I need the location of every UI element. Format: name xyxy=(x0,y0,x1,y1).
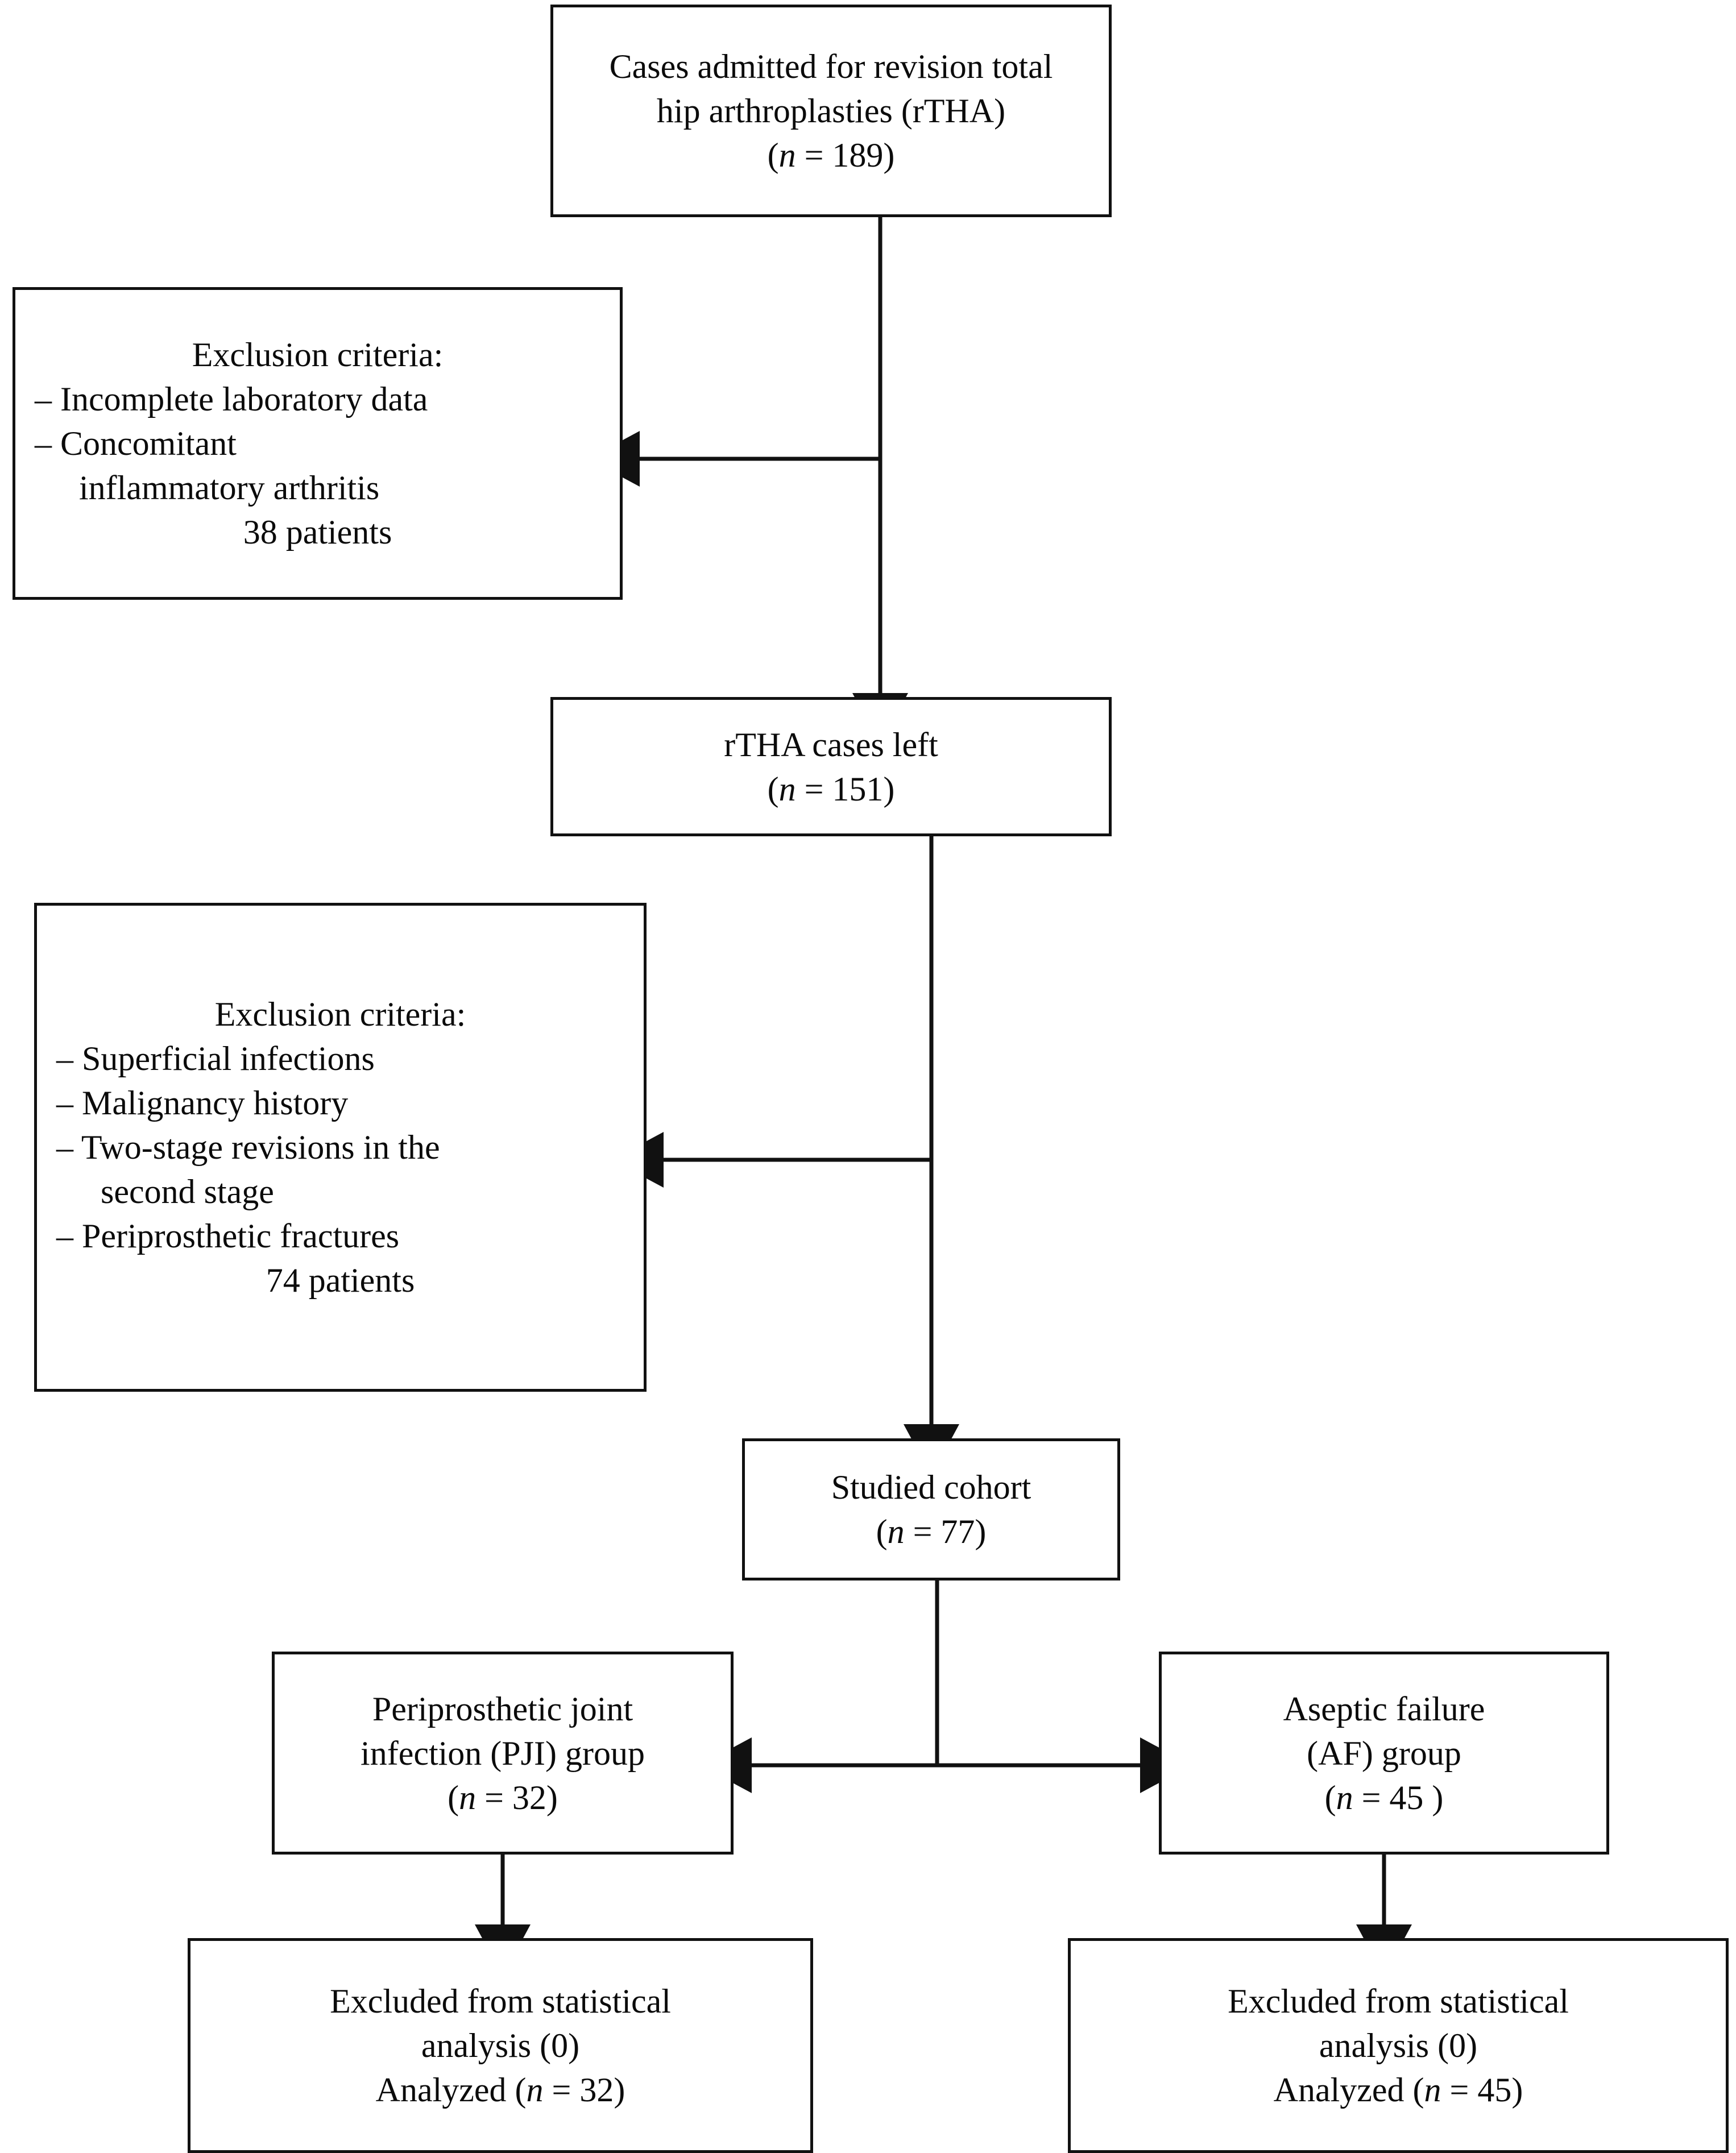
criteria-list: Exclusion criteria: – Incomplete laborat… xyxy=(35,333,600,554)
node-analyzed-pji: Excluded from statistical analysis (0) A… xyxy=(188,1938,813,2153)
node-line: Studied cohort xyxy=(831,1468,1031,1506)
node-exclusion-criteria-1: Exclusion criteria: – Incomplete laborat… xyxy=(13,287,623,600)
node-line: analysis (0) xyxy=(421,2027,580,2064)
node-cases-admitted: Cases admitted for revision total hip ar… xyxy=(550,5,1112,217)
node-line: infection (PJI) group xyxy=(361,1734,645,1772)
criteria-item: – Incomplete laboratory data xyxy=(35,380,428,418)
node-line: Periprosthetic joint xyxy=(372,1690,633,1728)
node-count: (n = 189) xyxy=(767,136,895,174)
criteria-item-cont: second stage xyxy=(101,1173,274,1210)
node-analyzed: Analyzed (n = 32) xyxy=(375,2071,625,2109)
node-count: (n = 45 ) xyxy=(1324,1778,1444,1816)
node-rtha-cases-left: rTHA cases left (n = 151) xyxy=(550,697,1112,836)
criteria-item: – Two-stage revisions in the xyxy=(56,1129,440,1166)
criteria-count: 74 patients xyxy=(266,1262,415,1299)
node-line: Aseptic failure xyxy=(1283,1690,1485,1728)
criteria-count: 38 patients xyxy=(243,513,392,551)
node-line: Excluded from statistical xyxy=(330,1982,671,2020)
node-analyzed-af: Excluded from statistical analysis (0) A… xyxy=(1068,1938,1729,2153)
node-count: (n = 32) xyxy=(448,1778,558,1816)
node-line: Cases admitted for revision total xyxy=(609,48,1053,85)
criteria-title: Exclusion criteria: xyxy=(214,995,466,1033)
criteria-item: – Periprosthetic fractures xyxy=(56,1217,400,1255)
criteria-item: – Malignancy history xyxy=(56,1084,349,1122)
node-count: (n = 77) xyxy=(876,1513,987,1550)
node-line: (AF) group xyxy=(1307,1734,1461,1772)
node-studied-cohort: Studied cohort (n = 77) xyxy=(742,1438,1120,1580)
criteria-item: – Concomitant xyxy=(35,425,237,462)
node-line: analysis (0) xyxy=(1319,2027,1478,2064)
criteria-item: – Superficial infections xyxy=(56,1040,375,1077)
node-line: Excluded from statistical xyxy=(1228,1982,1569,2020)
edge-cohort-split xyxy=(700,1580,1192,1793)
node-count: (n = 151) xyxy=(767,770,895,808)
node-exclusion-criteria-2: Exclusion criteria: – Superficial infect… xyxy=(34,903,647,1392)
node-af-group: Aseptic failure (AF) group (n = 45 ) xyxy=(1159,1652,1609,1855)
node-analyzed: Analyzed (n = 45) xyxy=(1273,2071,1523,2109)
node-pji-group: Periprosthetic joint infection (PJI) gro… xyxy=(272,1652,734,1855)
node-line: hip arthroplasties (rTHA) xyxy=(656,92,1006,130)
node-line: rTHA cases left xyxy=(724,725,938,764)
criteria-list: Exclusion criteria: – Superficial infect… xyxy=(56,992,624,1302)
criteria-item-cont: inflammatory arthritis xyxy=(79,469,380,507)
edge-remaining-to-cohort xyxy=(904,814,959,1476)
criteria-title: Exclusion criteria: xyxy=(192,336,444,374)
